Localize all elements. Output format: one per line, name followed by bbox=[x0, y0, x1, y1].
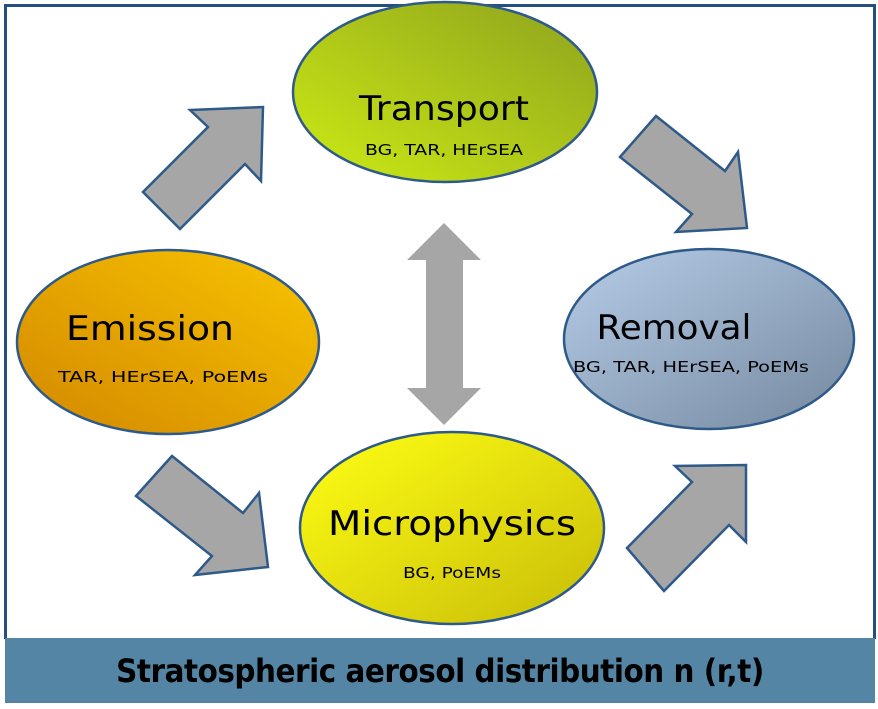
node-emission: Emission TAR, HErSEA, PoEMs bbox=[15, 248, 321, 436]
removal-projects: BG, TAR, HErSEA, PoEMs bbox=[573, 358, 809, 376]
double-arrow-transport-microphysics bbox=[407, 223, 481, 425]
arrow-emission-to-transport bbox=[141, 105, 265, 231]
microphysics-projects: BG, PoEMs bbox=[403, 564, 501, 582]
emission-ellipse bbox=[15, 248, 321, 436]
transport-ellipse bbox=[291, 0, 599, 184]
microphysics-title: Microphysics bbox=[328, 504, 576, 544]
transport-projects: BG, TAR, HErSEA bbox=[365, 141, 524, 159]
node-removal: Removal BG, TAR, HErSEA, PoEMs bbox=[562, 247, 856, 431]
transport-title: Transport bbox=[358, 89, 529, 129]
node-microphysics: Microphysics BG, PoEMs bbox=[298, 430, 606, 626]
microphysics-ellipse bbox=[298, 430, 606, 626]
footer-banner: Stratospheric aerosol distribution n (r,… bbox=[5, 638, 875, 703]
arrow-transport-to-removal bbox=[618, 114, 749, 234]
arrow-microphysics-to-removal bbox=[625, 463, 748, 593]
removal-ellipse bbox=[562, 247, 856, 431]
banner-title: Stratospheric aerosol distribution n (r,… bbox=[116, 651, 764, 690]
removal-title: Removal bbox=[597, 308, 752, 348]
node-transport: Transport BG, TAR, HErSEA bbox=[291, 0, 599, 184]
emission-projects: TAR, HErSEA, PoEMs bbox=[57, 368, 269, 386]
arrow-emission-to-microphysics bbox=[134, 454, 270, 577]
emission-title: Emission bbox=[66, 309, 234, 349]
